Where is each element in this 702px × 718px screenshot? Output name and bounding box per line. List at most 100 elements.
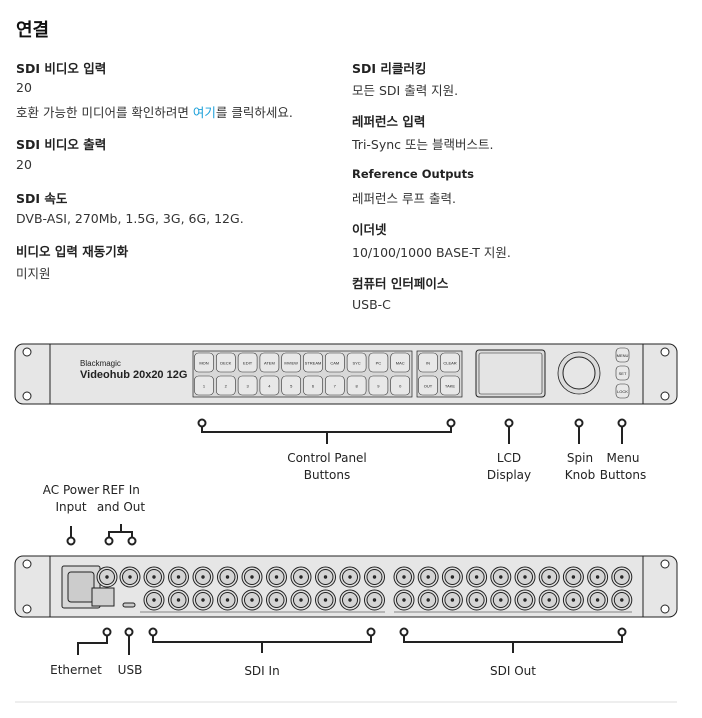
sdi-in-connector [168,566,189,588]
spec-value-ref-outputs: 레퍼런스 루프 출력. [352,191,456,206]
sdi-in-connector [143,589,165,611]
sdi-in-connector [143,566,165,588]
sdi-in-connector [364,566,385,588]
panel-button-deck: DECK [216,352,236,373]
menu-button-menu: MENU [615,347,630,363]
svg-text:5: 5 [290,384,293,389]
caption-sdi-out: SDI Out [490,664,536,678]
panel-button-8: 8 [346,375,367,396]
sdi-in-connector [266,589,287,611]
panel-button-1: 1 [194,375,214,396]
sdi-in-connector [168,589,189,611]
svg-text:7: 7 [334,384,337,389]
spec-label-ref-outputs: Reference Outputs [352,167,474,181]
spec-value-sdi-output: 20 [16,157,32,172]
panel-button-7: 7 [324,375,345,396]
spec-label-ethernet: 이더넷 [352,222,387,237]
spec-value-sdi-speed: DVB-ASI, 270Mb, 1.5G, 3G, 6G, 12G. [16,211,244,226]
sdi-in-connector [217,589,238,611]
svg-text:8: 8 [355,384,358,389]
sdi-in-connector [290,566,312,588]
sdi-in-connector [241,589,263,611]
sdi-in-connector [315,566,336,588]
caption-usb: USB [117,663,143,677]
sdi-in-connector [217,566,238,588]
sdi-out-connector [562,566,584,588]
sdi-in-connector [192,566,214,588]
svg-text:1: 1 [203,384,206,389]
svg-text:PC: PC [376,361,382,366]
caption-ethernet: Ethernet [50,663,102,677]
sdi-out-connector [441,589,463,611]
sdi-out-connector [538,566,560,588]
desc-suffix: 를 클릭하세요. [215,105,293,120]
sdi-out-connector [393,589,415,611]
svg-text:2: 2 [225,384,228,389]
route-button-in: IN [418,352,438,373]
panel-button-stream: STREAM [303,352,323,373]
spec-value-computer-interface: USB-C [352,297,391,312]
spec-label-ref-input: 레퍼런스 입력 [352,114,426,129]
route-button-clear: CLEAR [440,352,460,373]
svg-text:ATEM: ATEM [264,361,275,366]
svg-text:MVIEW: MVIEW [284,361,298,366]
spec-value-sdi-input: 20 [16,80,32,95]
svg-text:EDIT: EDIT [243,361,253,366]
svg-text:MENU: MENU [617,353,629,358]
panel-button-4: 4 [259,375,280,396]
sdi-out-connector [514,589,536,611]
panel-button-edit: EDIT [237,352,258,373]
brand-text: Blackmagic [80,359,121,368]
sdi-in-connector [266,566,287,588]
model-text: Videohub 20x20 12G [80,369,187,381]
sdi-out-connector [490,566,512,588]
sdi-out-connector [490,589,512,611]
panel-button-5: 5 [281,375,302,396]
menu-button-lock: LOCK [615,383,630,399]
sdi-in-connector [339,589,361,611]
panel-button-3: 3 [237,375,258,396]
svg-text:DECK: DECK [220,361,231,366]
compatibility-link[interactable]: 여기 [192,105,216,120]
svg-text:3: 3 [246,384,249,389]
spec-label-sdi-input: SDI 비디오 입력 [16,61,107,76]
panel-button-pc: PC [368,352,389,373]
sdi-in-connector [290,589,312,611]
sdi-out-connector [417,566,439,588]
panel-button-6: 6 [303,375,323,396]
ethernet-port [91,587,115,607]
menu-button-set: SET [615,365,630,381]
panel-button-mac: MAC [390,352,411,373]
svg-text:OUT: OUT [424,384,433,389]
sdi-out-connector [562,589,584,611]
spec-value-ref-input: Tri-Sync 또는 블랙버스트. [352,137,494,152]
panel-button-mon: MON [194,352,214,373]
sdi-out-connector [466,589,488,611]
sdi-out-connector [514,566,536,588]
sdi-out-connector [441,566,463,588]
svg-text:SYC: SYC [352,361,360,366]
panel-button-syc: SYC [346,352,367,373]
caption-sdi-in: SDI In [244,664,280,678]
ref-in-connector [96,566,118,588]
spec-label-reclocking: SDI 리클러킹 [352,61,427,76]
svg-text:MAC: MAC [396,361,405,366]
spec-label-computer-interface: 컴퓨터 인터페이스 [352,276,449,291]
spec-label-resync: 비디오 입력 재동기화 [16,244,129,259]
sdi-in-connector [339,566,361,588]
sdi-in-connector [241,566,263,588]
route-button-out: OUT [418,375,438,396]
svg-text:MON: MON [199,361,208,366]
desc-prefix: 호환 가능한 미디어를 확인하려면 [16,105,193,120]
svg-text:9: 9 [377,384,380,389]
panel-button-2: 2 [216,375,236,396]
sdi-out-connector [393,566,415,588]
sdi-in-connector [192,589,214,611]
